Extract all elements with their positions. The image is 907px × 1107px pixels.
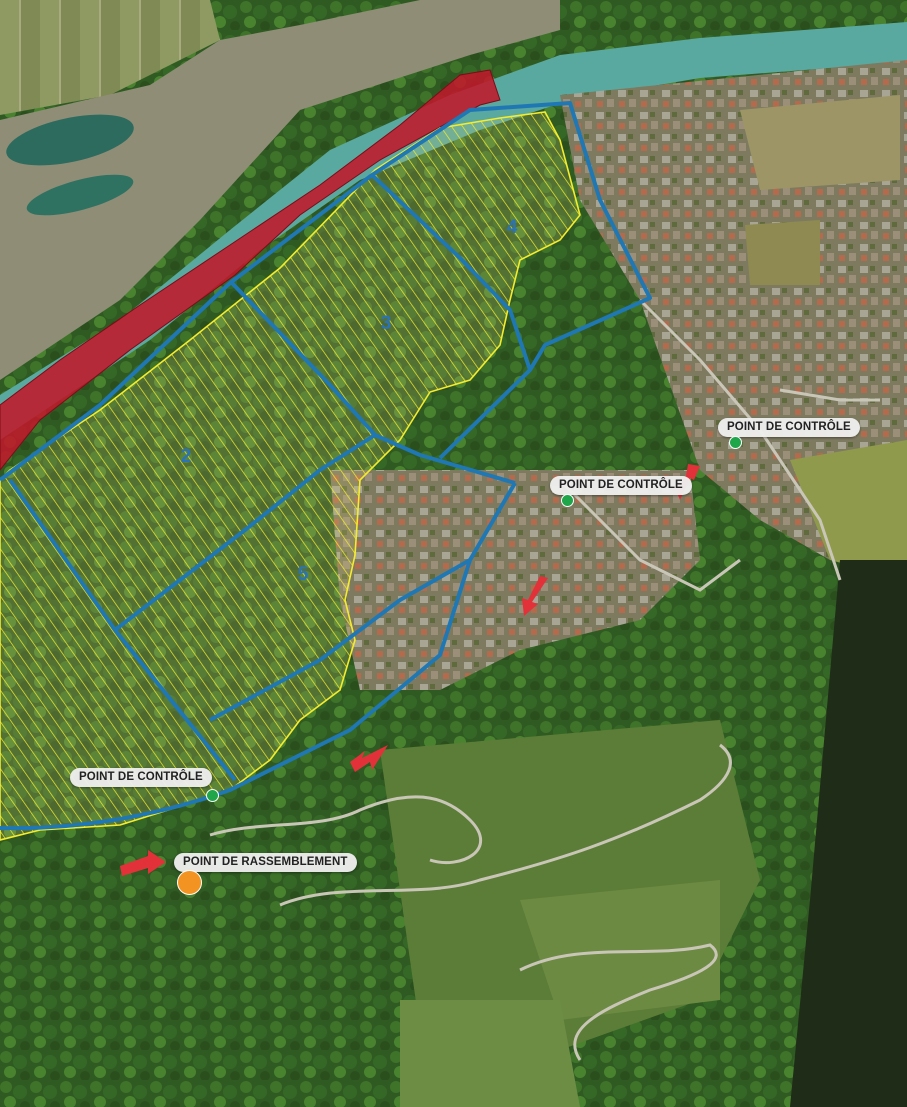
zone-number: 5 — [298, 564, 309, 585]
control-point-label: POINT DE CONTRÔLE — [70, 768, 212, 787]
assembly-point-dot[interactable] — [177, 870, 202, 895]
control-point-dot[interactable] — [561, 494, 574, 507]
control-point-dot[interactable] — [206, 789, 219, 802]
direction-arrow-icon — [350, 745, 388, 772]
direction-arrow-icon — [120, 850, 166, 876]
zone-number: 3 — [381, 313, 392, 334]
zone-borders — [0, 101, 652, 831]
danger-zone — [0, 69, 501, 471]
zone-number: 4 — [507, 217, 518, 238]
control-point-dot[interactable] — [729, 436, 742, 449]
control-point-label: POINT DE CONTRÔLE — [550, 476, 692, 495]
direction-arrow-icon — [522, 576, 548, 616]
control-point-label: POINT DE CONTRÔLE — [718, 418, 860, 437]
zone-number: 2 — [181, 446, 192, 467]
assembly-point-label: POINT DE RASSEMBLEMENT — [174, 853, 357, 872]
